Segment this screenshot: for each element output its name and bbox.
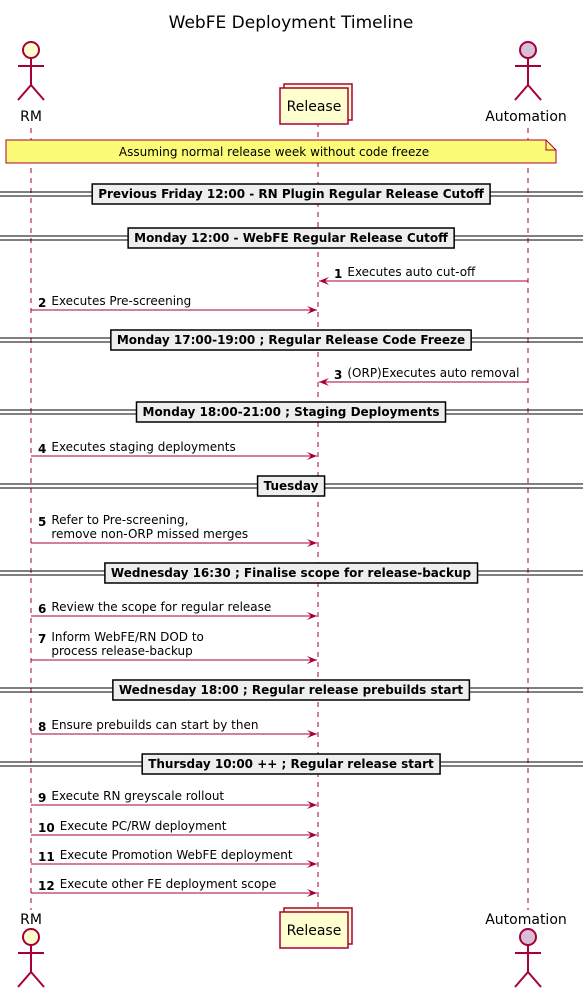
message-arrowhead	[307, 612, 317, 620]
participant-release-label-bottom: Release	[287, 923, 342, 939]
message-arrowhead	[319, 378, 329, 386]
message-label: Ensure prebuilds can start by then	[51, 718, 258, 732]
divider-label: Monday 12:00 - WebFE Regular Release Cut…	[134, 231, 448, 245]
message-number: 11	[38, 850, 55, 864]
message-label: Execute PC/RW deployment	[60, 819, 227, 833]
message-number: 12	[38, 879, 55, 893]
actor-automation-top	[514, 41, 542, 101]
actor-rm-top	[17, 41, 45, 101]
message-arrowhead	[307, 801, 317, 809]
events-layer: Previous Friday 12:00 - RN Plugin Regula…	[0, 183, 583, 897]
divider-label: Thursday 10:00 ++ ; Regular release star…	[148, 757, 434, 771]
diagram-title: WebFE Deployment Timeline	[169, 13, 414, 33]
message-label: Refer to Pre-screening,	[51, 513, 188, 527]
actor-automation-label-top: Automation	[485, 109, 567, 125]
note	[5, 139, 557, 164]
message-label: (ORP)Executes auto removal	[347, 366, 519, 380]
divider-box	[104, 562, 479, 584]
message-arrowhead	[307, 656, 317, 664]
actor-rm-bottom	[17, 928, 45, 988]
divider-label: Wednesday 18:00 ; Regular release prebui…	[119, 683, 464, 697]
message-arrowhead	[307, 539, 317, 547]
actor-rm-label-top: RM	[20, 109, 42, 125]
message-label: Review the scope for regular release	[51, 600, 271, 614]
message-arrowhead	[307, 730, 317, 738]
divider-label: Monday 17:00-19:00 ; Regular Release Cod…	[117, 333, 465, 347]
participant-release-top	[279, 83, 353, 125]
participant-release-bottom	[279, 907, 353, 949]
message-label: Execute other FE deployment scope	[60, 877, 277, 891]
message-number: 8	[38, 720, 46, 734]
message-arrowhead	[307, 306, 317, 314]
message-arrowhead	[307, 452, 317, 460]
message-arrowhead	[307, 889, 317, 897]
message-label: Execute RN greyscale rollout	[51, 789, 224, 803]
message-number: 1	[334, 267, 342, 281]
divider-box	[91, 183, 491, 205]
participant-release-label-top: Release	[287, 99, 342, 115]
message-number: 5	[38, 515, 46, 529]
message-number: 4	[38, 442, 46, 456]
message-arrowhead	[307, 860, 317, 868]
divider-label: Monday 18:00-21:00 ; Staging Deployments	[143, 405, 440, 419]
note-text: Assuming normal release week without cod…	[119, 145, 429, 159]
actor-rm-label-bottom: RM	[20, 912, 42, 928]
divider-box	[127, 227, 455, 249]
message-number: 2	[38, 296, 46, 310]
message-label: Executes staging deployments	[51, 440, 235, 454]
divider-box	[112, 679, 471, 701]
divider-box	[135, 401, 447, 423]
message-number: 7	[38, 632, 46, 646]
actor-automation-label-bottom: Automation	[485, 912, 567, 928]
message-label: Executes Pre-screening	[51, 294, 191, 308]
divider-label: Tuesday	[264, 479, 319, 493]
message-label: Executes auto cut-off	[347, 265, 476, 279]
message-number: 6	[38, 602, 46, 616]
divider-box	[141, 753, 441, 775]
message-number: 9	[38, 791, 46, 805]
divider-box	[256, 475, 326, 497]
actor-automation-bottom	[514, 928, 542, 988]
message-label: process release-backup	[51, 644, 192, 658]
message-number: 10	[38, 821, 55, 835]
message-label: Inform WebFE/RN DOD to	[51, 630, 204, 644]
message-arrowhead	[319, 277, 329, 285]
message-label: remove non-ORP missed merges	[51, 527, 248, 541]
divider-label: Wednesday 16:30 ; Finalise scope for rel…	[111, 566, 472, 580]
message-number: 3	[334, 368, 342, 382]
message-label: Execute Promotion WebFE deployment	[60, 848, 293, 862]
message-arrowhead	[307, 831, 317, 839]
divider-box	[110, 329, 472, 351]
divider-label: Previous Friday 12:00 - RN Plugin Regula…	[98, 187, 484, 201]
